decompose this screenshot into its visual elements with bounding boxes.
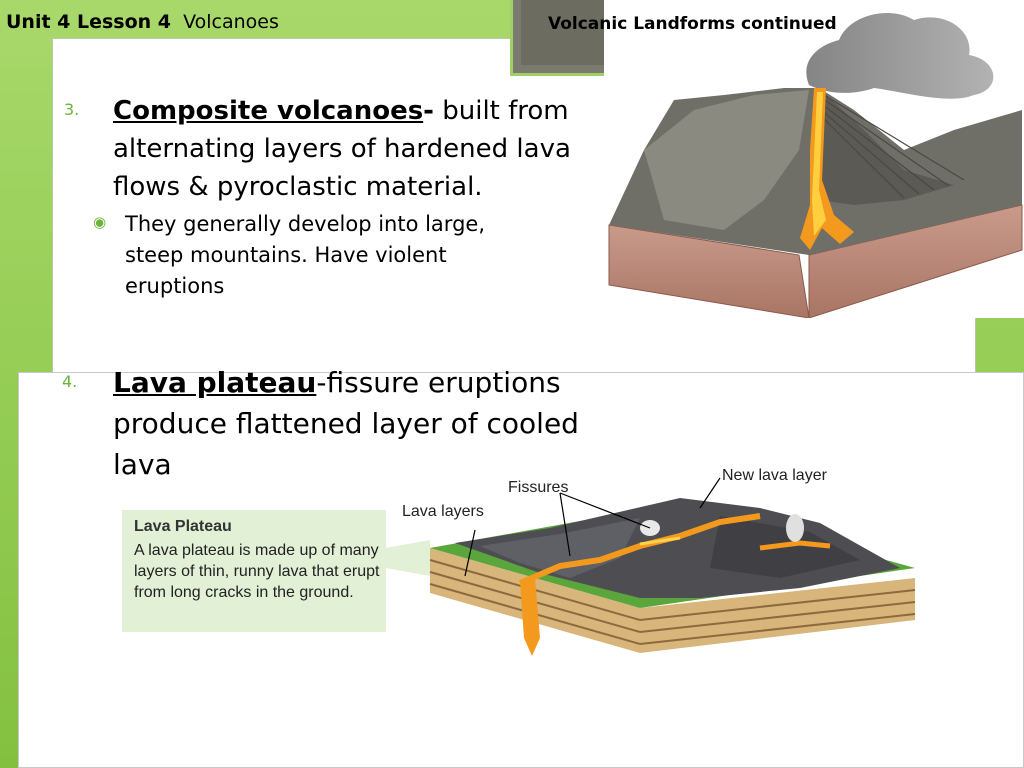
caption-body: A lava plateau is made up of many layers…	[134, 542, 380, 601]
composite-volcanoes-term: Composite volcanoes	[113, 96, 424, 126]
unit-lesson-label: Unit 4 Lesson 4	[6, 11, 172, 33]
composite-volcanoes-subpoint: They generally develop into large, steep…	[125, 212, 485, 298]
lava-layers-label: Lava layers	[402, 503, 484, 520]
lava-plateau-svg	[386, 477, 916, 656]
lava-plateau-item: Lava plateau-fissure eruptions produce f…	[113, 362, 583, 485]
composite-volcanoes-item: Composite volcanoes- built from alternat…	[113, 92, 598, 206]
item-number-4: 4.	[62, 372, 78, 391]
slide-header: Unit 4 Lesson 4 Volcanoes	[6, 10, 279, 34]
topic-label: Volcanoes	[183, 11, 279, 33]
lava-plateau-definition: -fissure eruptions produce flattened lay…	[113, 366, 579, 481]
new-lava-layer-label: New lava layer	[722, 467, 827, 484]
composite-volcano-svg	[608, 12, 1023, 319]
caption-title: Lava Plateau	[134, 518, 232, 535]
lava-plateau-term: Lava plateau	[113, 366, 317, 399]
composite-volcanoes-definition: built from alternating layers of hardene…	[113, 96, 571, 202]
fissures-label: Fissures	[508, 479, 569, 496]
lava-plateau-illustration: Lava layers Fissures New lava layer	[120, 448, 920, 658]
lava-plateau-caption: Lava Plateau A lava plateau is made up o…	[122, 510, 386, 632]
composite-volcano-illustration	[604, 0, 1024, 319]
bullet-icon: ◉	[93, 213, 107, 231]
slide-title: Volcanic Landforms continued	[548, 14, 837, 34]
term-separator: -	[423, 96, 434, 126]
item-number-3: 3.	[64, 100, 80, 119]
